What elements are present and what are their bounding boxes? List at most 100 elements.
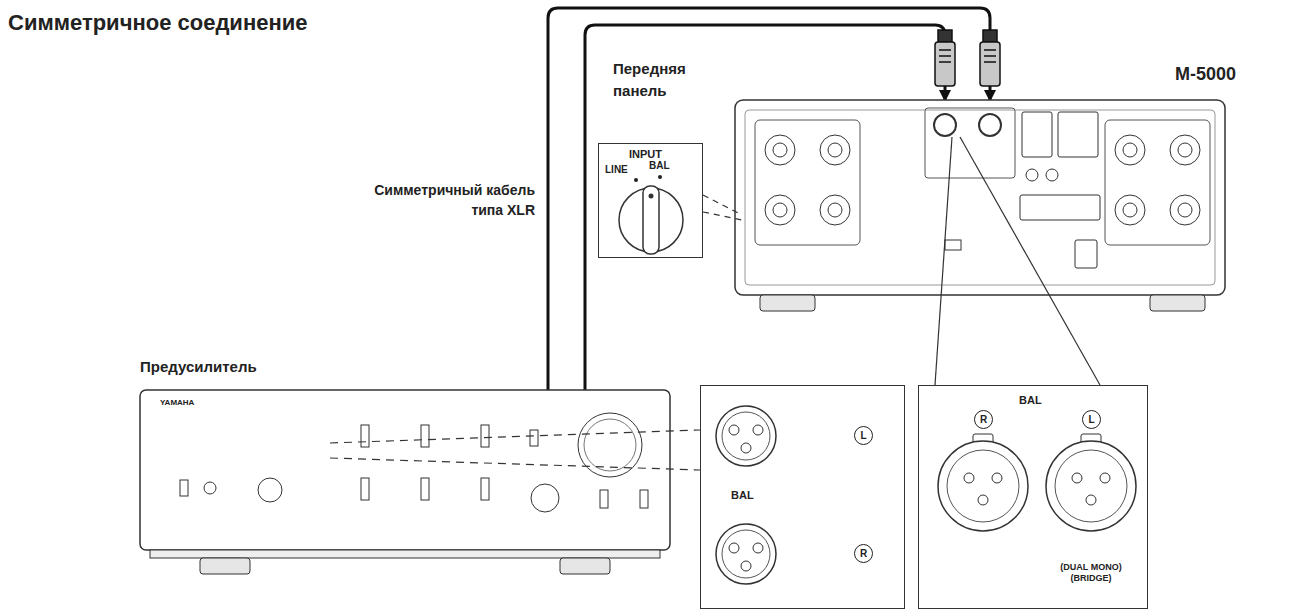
power-amplifier-drawing-part — [1026, 169, 1038, 181]
xlr-input-drawing-part — [1046, 441, 1136, 531]
preamplifier-drawing-part — [560, 558, 610, 574]
xlr-output-drawing-part — [716, 524, 776, 584]
power-amplifier-drawing-part — [735, 100, 1225, 295]
power-amplifier-drawing-part — [1058, 112, 1098, 157]
preamplifier-drawing-part — [258, 478, 282, 502]
leader-line-part — [703, 195, 742, 215]
xlr-input-drawing-part — [1086, 495, 1096, 505]
xlr-input-drawing-part — [1072, 473, 1082, 483]
xlr-output-drawing-part — [722, 530, 770, 578]
xlr-output-drawing-part — [741, 443, 751, 453]
preamplifier-drawing-part — [421, 425, 429, 447]
preamplifier-drawing — [140, 390, 670, 574]
leader-line-part — [960, 137, 1100, 385]
power-amplifier-drawing-part — [1150, 295, 1205, 311]
xlr-output-drawing-part — [753, 543, 763, 553]
xlr-input-drawing-part — [1055, 450, 1127, 522]
xlr-plug-part — [935, 42, 955, 86]
power-amplifier-drawing-part — [745, 110, 1215, 285]
preamplifier-drawing-part — [361, 478, 369, 500]
xlr-plug-part — [983, 30, 997, 42]
xlr-plug-part — [938, 30, 952, 42]
preamplifier: ПредусилительYAMAHA — [140, 390, 670, 555]
preamplifier-drawing-part — [140, 390, 670, 550]
preamplifier-drawing-part — [200, 558, 250, 574]
xlr-input-drawing-part — [1100, 473, 1110, 483]
switch-position: LINE — [605, 164, 628, 176]
xlr-plug-part — [939, 61, 951, 63]
xlr-input-drawing-part — [992, 473, 1002, 483]
power-amplifier: M-5000 — [735, 100, 1225, 300]
input-selector-drawing-part — [658, 175, 662, 179]
channel-mark: R — [974, 410, 993, 429]
input-inset: BAL R L (DUAL MONO) (BRIDGE) — [918, 385, 1148, 609]
channel-mark: R — [854, 544, 873, 563]
input-selector-drawing-part — [649, 194, 654, 199]
preamplifier-drawing-part — [204, 482, 216, 494]
power-amplifier-drawing-part — [1178, 203, 1192, 217]
power-amplifier-drawing-part — [755, 120, 860, 245]
input-selector-drawing-part — [643, 186, 659, 254]
xlr-output-drawing-part — [753, 425, 763, 435]
xlr-plug-part — [984, 49, 996, 51]
diagram-title: Симметричное соединение — [8, 10, 307, 36]
xlr-output-drawing-part — [722, 412, 770, 460]
xlr-input-drawing — [919, 386, 1149, 610]
power-amplifier-drawing-part — [1020, 195, 1100, 220]
power-amplifier-drawing-part — [1123, 203, 1137, 217]
leader-line-part — [935, 137, 952, 385]
front-panel-inset: Передняя панельINPUTLINEBAL — [598, 143, 703, 258]
power-amplifier-drawing-part — [934, 114, 956, 136]
xlr-plug — [935, 30, 1000, 86]
preamplifier-drawing-part — [421, 478, 429, 500]
xlr-input-drawing-part — [938, 441, 1028, 531]
switch-position: BAL — [649, 160, 670, 172]
preamplifier-drawing-part — [481, 478, 489, 500]
xlr-output-drawing-part — [741, 561, 751, 571]
preamplifier-drawing-part — [578, 413, 642, 477]
connector-label: BAL — [1019, 394, 1042, 407]
power-amplifier-drawing-part — [1022, 112, 1052, 157]
power-amplifier-drawing-part — [820, 195, 850, 225]
power-amplifier-drawing-part — [828, 203, 842, 217]
output-inset: BALLR — [700, 385, 905, 609]
preamplifier-drawing-part — [640, 490, 648, 508]
leader-line-part — [703, 212, 742, 220]
power-amplifier-drawing-part — [1115, 135, 1145, 165]
xlr-input-drawing-part — [947, 450, 1019, 522]
mode-note: (DUAL MONO) (BRIDGE) — [1051, 562, 1131, 584]
xlr-input-drawing-part — [978, 495, 988, 505]
preamplifier-drawing-part — [600, 490, 608, 508]
brand-logo: YAMAHA — [160, 398, 194, 408]
xlr-plug-part — [984, 55, 996, 57]
power-amplifier-drawing-part — [1170, 195, 1200, 225]
device-name: M-5000 — [1175, 64, 1236, 86]
preamplifier-drawing-part — [150, 550, 660, 558]
xlr-plug-part — [984, 61, 996, 63]
cable-label: Симметричный кабель типа XLR — [360, 180, 535, 220]
power-amplifier-drawing-part — [828, 143, 842, 157]
power-amplifier-drawing-part — [820, 135, 850, 165]
power-amplifier-drawing-part — [1178, 143, 1192, 157]
connector-label: BAL — [731, 489, 754, 502]
preamplifier-drawing-part — [584, 419, 636, 471]
preamplifier-drawing-part — [180, 480, 188, 496]
power-amplifier-drawing-part — [765, 195, 795, 225]
power-amplifier-drawing-part — [1115, 195, 1145, 225]
preamplifier-drawing-part — [531, 484, 559, 512]
power-amplifier-drawing-part — [765, 135, 795, 165]
panel-heading: Передняя панель — [613, 58, 713, 102]
xlr-input-drawing-part — [964, 473, 974, 483]
power-amplifier-drawing-part — [945, 240, 961, 250]
power-amplifier-drawing-part — [925, 108, 1015, 178]
xlr-output-drawing-part — [729, 425, 739, 435]
control-label: INPUT — [629, 148, 662, 161]
xlr-output-drawing-part — [729, 543, 739, 553]
power-amplifier-drawing-part — [1123, 143, 1137, 157]
channel-mark: L — [1082, 410, 1101, 429]
power-amplifier-drawing-part — [1046, 169, 1058, 181]
input-selector-drawing-part — [634, 178, 638, 182]
xlr-output-drawing-part — [716, 406, 776, 466]
power-amplifier-drawing-part — [773, 143, 787, 157]
